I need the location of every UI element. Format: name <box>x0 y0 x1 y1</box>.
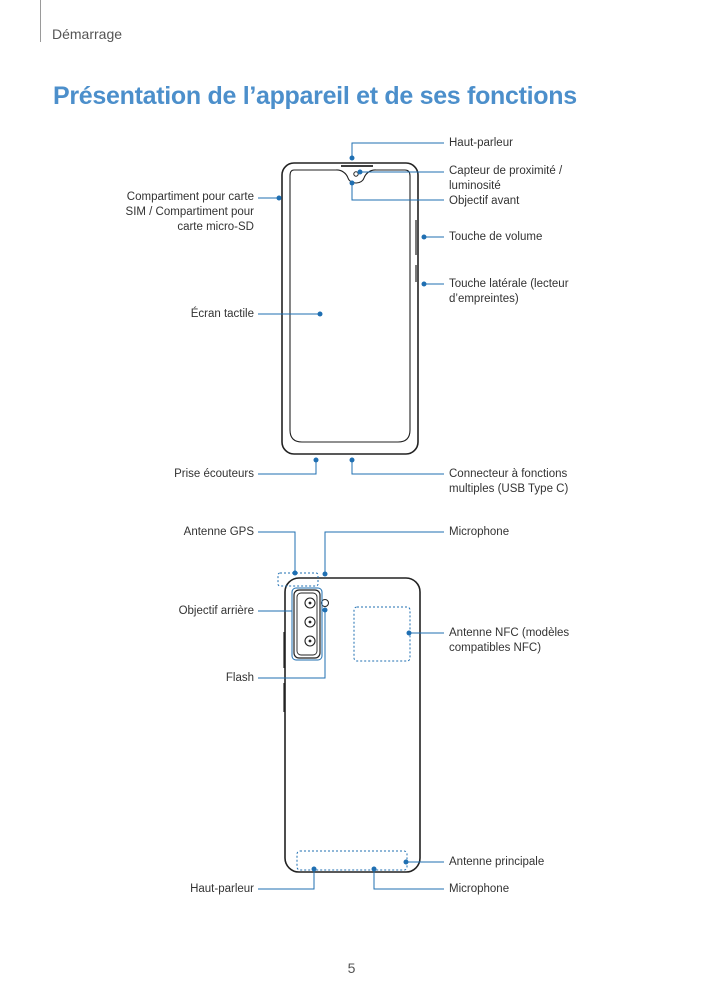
back-antenna-areas <box>277 572 411 871</box>
back-lens-dots <box>308 601 312 643</box>
label-microphone-bottom: Microphone <box>449 883 510 895</box>
label-haut-parleur-back: Haut-parleur <box>190 883 254 895</box>
page-number: 5 <box>347 960 356 976</box>
label-capteur-proximite: Capteur de proximité /luminosité <box>449 165 563 192</box>
back-callout-dots <box>292 570 412 872</box>
back-camera-highlight <box>291 587 323 661</box>
front-callouts <box>258 142 444 475</box>
section-rule <box>40 0 41 42</box>
label-flash: Flash <box>225 672 254 684</box>
front-phone <box>281 162 419 455</box>
front-callout-dots <box>276 155 427 463</box>
label-touche-volume: Touche de volume <box>449 231 543 243</box>
page-title: Présentation de l’appareil et de ses fon… <box>53 82 577 110</box>
back-phone <box>283 577 421 873</box>
label-objectif-arriere: Objectif arrière <box>178 605 254 617</box>
label-antenne-gps: Antenne GPS <box>183 526 254 538</box>
label-haut-parleur-front: Haut-parleur <box>449 137 513 149</box>
label-ecran-tactile: Écran tactile <box>190 308 254 320</box>
label-microphone-top: Microphone <box>449 526 510 538</box>
back-callouts <box>258 531 444 890</box>
label-objectif-avant: Objectif avant <box>449 195 520 207</box>
section-title: Démarrage <box>52 26 123 42</box>
label-prise-ecouteurs: Prise écouteurs <box>174 468 254 480</box>
label-antenne-principale: Antenne principale <box>449 856 545 868</box>
